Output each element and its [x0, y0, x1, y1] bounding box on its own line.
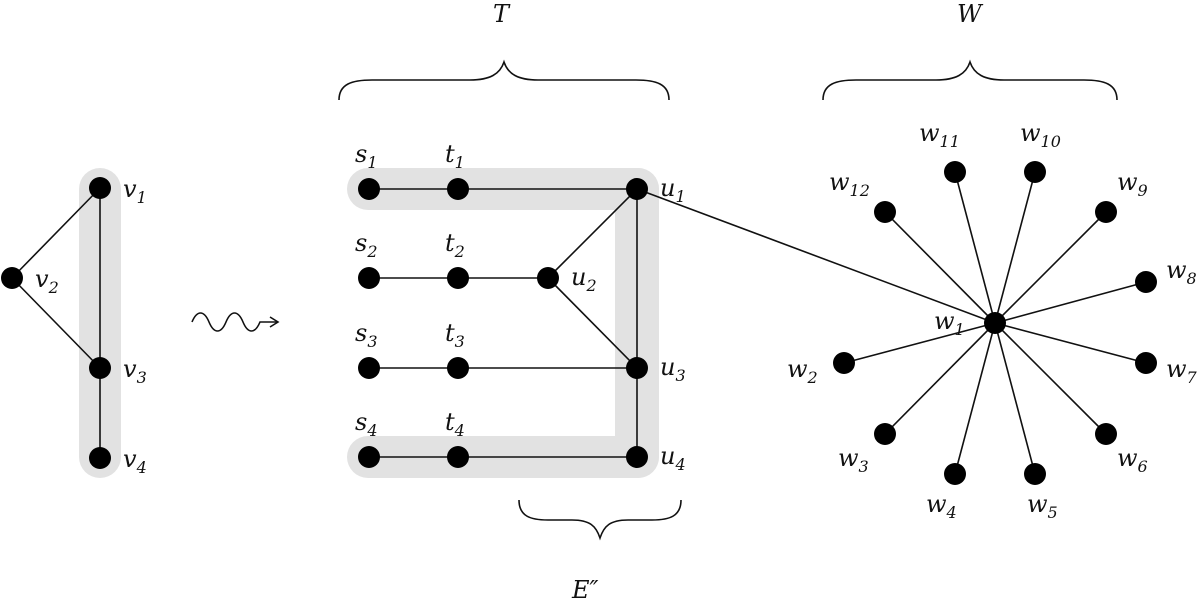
edge-w1-w3 [884, 322, 996, 435]
label-s2: s2 [355, 229, 378, 261]
label-t1: t1 [445, 140, 465, 172]
label-w6: w6 [1117, 444, 1148, 476]
vertex-v2 [1, 267, 23, 289]
edge-w1-w9 [994, 211, 1107, 324]
brace-E2: E″ [518, 499, 682, 603]
vertex-w6 [1095, 423, 1117, 445]
vertex-w8 [1135, 271, 1157, 293]
label-v4: v4 [123, 445, 147, 477]
vertex-t2 [447, 267, 469, 289]
label-w9: w9 [1117, 168, 1148, 200]
vertex-w7 [1135, 352, 1157, 374]
right-star-graph: w1 w2 w3 w4 w5 w6 w7 w8 w9 w10 w11 w12 [787, 119, 1198, 522]
edge-w1-w11 [954, 171, 996, 324]
edge-u2-u3 [547, 277, 638, 369]
label-w4: w4 [926, 490, 957, 522]
vertex-s2 [358, 267, 380, 289]
label-w2: w2 [787, 355, 818, 387]
edge-w1-w7 [994, 322, 1147, 364]
edge-w1-w4 [954, 322, 996, 475]
label-s4: s4 [355, 408, 378, 440]
vertex-w10 [1024, 161, 1046, 183]
label-w11: w11 [919, 119, 960, 151]
vertex-w5 [1024, 463, 1046, 485]
edge-w1-w12 [884, 211, 996, 324]
vertex-s1 [358, 178, 380, 200]
label-t3: t3 [445, 319, 465, 351]
label-w3: w3 [838, 444, 869, 476]
label-s1: s1 [355, 140, 378, 172]
brace-label-E2: E″ [571, 576, 599, 603]
label-u3: u3 [660, 353, 686, 385]
vertex-t4 [447, 446, 469, 468]
label-w1: w1 [934, 307, 965, 339]
vertex-u1 [626, 178, 648, 200]
label-s3: s3 [355, 319, 378, 351]
vertex-u4 [626, 446, 648, 468]
vertex-w4 [944, 463, 966, 485]
edge-w1-w10 [994, 171, 1036, 324]
vertex-v1 [89, 177, 111, 199]
label-u4: u4 [660, 442, 686, 474]
edge-u1-w1 [636, 188, 996, 324]
vertex-w11 [944, 161, 966, 183]
edge-v2-v3 [11, 277, 101, 369]
brace-T: T [338, 0, 670, 101]
brace-W: W [822, 0, 1118, 101]
edge-w1-w6 [994, 322, 1107, 435]
edge-u1-u2 [547, 188, 638, 279]
vertex-u3 [626, 357, 648, 379]
label-u2: u2 [571, 263, 597, 295]
brace-label-T: T [493, 0, 511, 28]
left-graph: v1 v2 v3 v4 [1, 168, 147, 478]
vertex-w3 [874, 423, 896, 445]
edge-w1-w2 [843, 322, 996, 364]
vertex-v3 [89, 357, 111, 379]
edge-w1-w8 [994, 281, 1147, 324]
middle-graph: s1 t1 s2 t2 s3 t3 s4 t4 u1 u2 u3 u4 [347, 140, 996, 478]
vertex-s3 [358, 357, 380, 379]
brace-label-W: W [957, 0, 984, 28]
vertex-w9 [1095, 201, 1117, 223]
edge-v1-v2 [11, 187, 101, 279]
label-t2: t2 [445, 229, 465, 261]
label-v1: v1 [123, 175, 147, 207]
vertex-t1 [447, 178, 469, 200]
label-w12: w12 [829, 168, 870, 200]
label-v3: v3 [123, 355, 147, 387]
label-w7: w7 [1166, 355, 1198, 387]
label-t4: t4 [445, 408, 465, 440]
vertex-w12 [874, 201, 896, 223]
vertex-w2 [833, 352, 855, 374]
vertex-v4 [89, 447, 111, 469]
label-v2: v2 [35, 265, 59, 297]
label-w8: w8 [1166, 256, 1197, 288]
vertex-w1 [984, 312, 1006, 334]
label-w5: w5 [1027, 490, 1058, 522]
squiggle-arrow-icon [191, 312, 280, 332]
vertex-u2 [537, 267, 559, 289]
vertex-t3 [447, 357, 469, 379]
label-u1: u1 [660, 174, 686, 206]
vertex-s4 [358, 446, 380, 468]
label-w10: w10 [1020, 119, 1061, 151]
edge-w1-w5 [994, 322, 1036, 475]
